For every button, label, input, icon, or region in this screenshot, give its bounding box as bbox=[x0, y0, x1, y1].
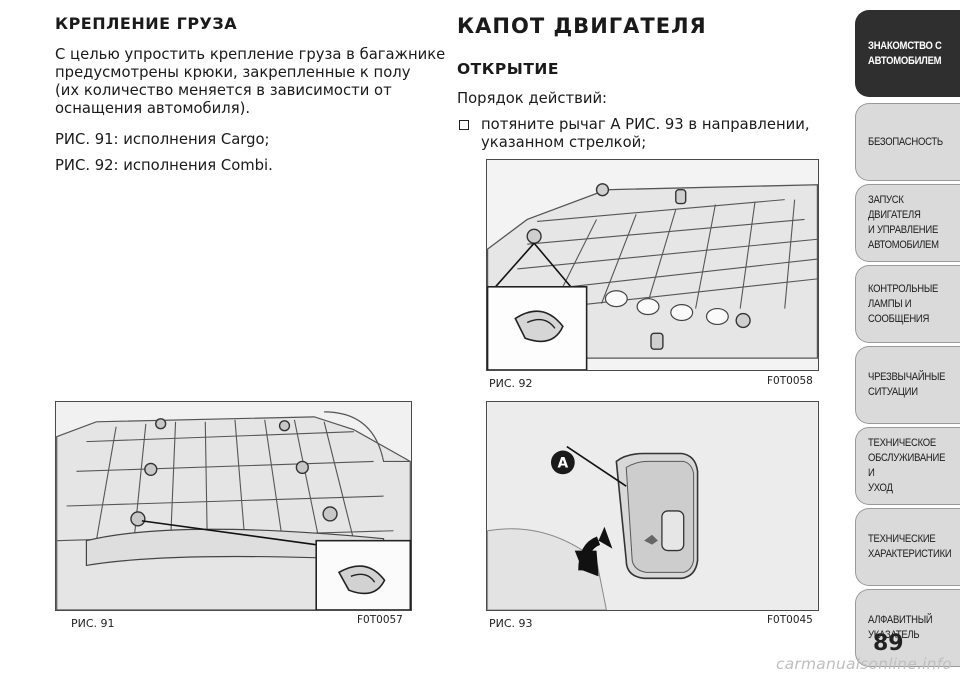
tab-emergencies[interactable]: ЧРЕЗВЫЧАЙНЫЕ СИТУАЦИИ bbox=[855, 346, 960, 424]
tab-safety[interactable]: БЕЗОПАСНОСТЬ bbox=[855, 103, 960, 181]
intro-line: С целью упростить крепление груза в бага… bbox=[55, 46, 446, 63]
bullet-text: потяните рычаг A РИС. 93 в направлении, … bbox=[481, 116, 810, 152]
tab-label: БЕЗОПАСНОСТЬ bbox=[868, 135, 943, 148]
tab-alphabetical-index[interactable]: АЛФАВИТНЫЙ УКАЗАТЕЛЬ bbox=[855, 589, 960, 667]
chapter-tabs-sidebar: ЗНАКОМСТВО С АВТОМОБИЛЕМ БЕЗОПАСНОСТЬ ЗА… bbox=[855, 10, 960, 670]
figure-92-caption: РИС. 92 bbox=[489, 377, 533, 390]
tab-warning-lights[interactable]: КОНТРОЛЬНЫЕ ЛАМПЫ И СООБЩЕНИЯ bbox=[855, 265, 960, 343]
figure-93-caption: РИС. 93 bbox=[489, 617, 533, 630]
tab-label: ЧРЕЗВЫЧАЙНЫЕ СИТУАЦИИ bbox=[868, 371, 946, 398]
bullet-checkbox-icon bbox=[459, 120, 469, 130]
callout-a-label: A bbox=[557, 455, 568, 471]
cargo-floor-combi-drawing bbox=[487, 160, 818, 370]
figure-91-caption: РИС. 91 bbox=[71, 617, 115, 630]
tab-maintenance[interactable]: ТЕХНИЧЕСКОЕ ОБСЛУЖИВАНИЕ И УХОД bbox=[855, 427, 960, 505]
figure-91-code: F0T0057 bbox=[357, 614, 403, 626]
left-intro-paragraph: С целью упростить крепление груза в бага… bbox=[55, 46, 446, 118]
steps-intro: Порядок действий: bbox=[457, 90, 608, 107]
intro-line: (их количество меняется в зависимости от bbox=[55, 82, 392, 99]
figure-91-reference: РИС. 91: исполнения Cargo; bbox=[55, 131, 270, 148]
hood-release-lever-drawing: A bbox=[487, 402, 818, 610]
cargo-floor-cargo-drawing bbox=[56, 402, 411, 610]
figure-91-illustration bbox=[55, 401, 412, 611]
figure-92-reference: РИС. 92: исполнения Combi. bbox=[55, 157, 273, 174]
bullet-step: потяните рычаг A РИС. 93 в направлении, … bbox=[457, 116, 810, 152]
tab-label: КОНТРОЛЬНЫЕ ЛАМПЫ И СООБЩЕНИЯ bbox=[868, 282, 939, 325]
figure-92-code: F0T0058 bbox=[767, 375, 813, 387]
page-number: 89 bbox=[873, 631, 904, 656]
bullet-line: указанном стрелкой; bbox=[481, 134, 647, 151]
bullet-line: потяните рычаг A РИС. 93 в направлении, bbox=[481, 116, 810, 133]
right-section-heading: КАПОТ ДВИГАТЕЛЯ bbox=[457, 14, 707, 38]
figure-93-illustration: A bbox=[486, 401, 819, 611]
intro-line: оснащения автомобиля). bbox=[55, 100, 251, 117]
tab-label: АЛФАВИТНЫЙ УКАЗАТЕЛЬ bbox=[868, 614, 933, 641]
figure-93-code: F0T0045 bbox=[767, 614, 813, 626]
tab-starting-and-driving[interactable]: ЗАПУСК ДВИГАТЕЛЯ И УПРАВЛЕНИЕ АВТОМОБИЛЕ… bbox=[855, 184, 960, 262]
right-subheading: ОТКРЫТИЕ bbox=[457, 60, 559, 78]
tab-label: ТЕХНИЧЕСКИЕ ХАРАКТЕРИСТИКИ bbox=[868, 533, 952, 560]
tab-vehicle-introduction[interactable]: ЗНАКОМСТВО С АВТОМОБИЛЕМ bbox=[855, 10, 960, 97]
tab-specifications[interactable]: ТЕХНИЧЕСКИЕ ХАРАКТЕРИСТИКИ bbox=[855, 508, 960, 586]
tab-label: ЗНАКОМСТВО С АВТОМОБИЛЕМ bbox=[868, 39, 942, 67]
figure-92-illustration bbox=[486, 159, 819, 371]
intro-line: предусмотрены крюки, закрепленные к полу bbox=[55, 64, 411, 81]
tab-label: ТЕХНИЧЕСКОЕ ОБСЛУЖИВАНИЕ И УХОД bbox=[868, 437, 946, 494]
left-section-heading: КРЕПЛЕНИЕ ГРУЗА bbox=[55, 14, 238, 33]
watermark-text: carmanualsonline.info bbox=[776, 655, 952, 673]
tab-label: ЗАПУСК ДВИГАТЕЛЯ И УПРАВЛЕНИЕ АВТОМОБИЛЕ… bbox=[868, 194, 939, 251]
